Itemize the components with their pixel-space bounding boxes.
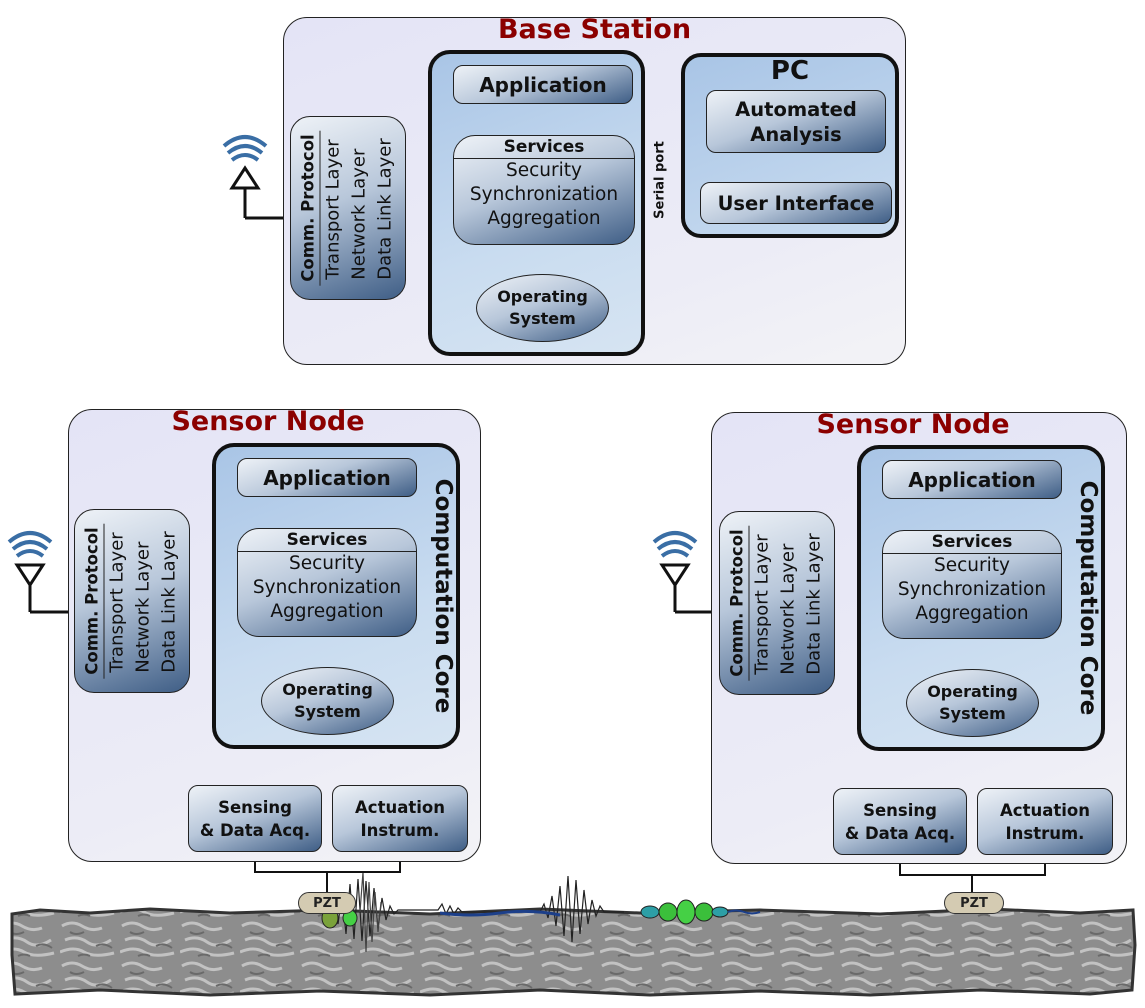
comm-datalink: Data Link Layer — [374, 138, 396, 280]
os-line1: Operating — [927, 682, 1018, 701]
antenna-icon — [652, 531, 722, 625]
serial-port-label: Serial port — [652, 141, 668, 219]
lamb-wave-center — [539, 875, 624, 943]
lamb-wave-right — [321, 899, 761, 929]
comm-transport: Transport Layer — [106, 532, 128, 673]
pc-title: PC — [770, 56, 810, 86]
sensing-line2: & Data Acq. — [199, 820, 311, 840]
actuation-line2: Instrum. — [1005, 823, 1085, 843]
antenna-icon — [7, 531, 77, 625]
os-line1: Operating — [282, 680, 373, 699]
base-comm-protocol: Comm. Protocol Transport Layer Network L… — [290, 116, 406, 300]
comm-network: Network Layer — [132, 541, 154, 673]
antenna-icon — [222, 135, 292, 235]
actuation-line1: Actuation — [1000, 800, 1090, 820]
os-line2: System — [509, 309, 576, 328]
services-synchronization: Synchronization — [469, 184, 619, 205]
sensing-line2: & Data Acq. — [844, 823, 956, 843]
comm-header: Comm. Protocol — [81, 523, 105, 679]
comm-header: Comm. Protocol — [726, 525, 750, 681]
os-line2: System — [294, 702, 361, 721]
os-line1: Operating — [497, 287, 588, 306]
os-line2: System — [939, 704, 1006, 723]
comm-transport: Transport Layer — [322, 139, 344, 280]
analysis-line1: Automated — [735, 97, 857, 121]
services-box-left: Services Security Synchronization Aggreg… — [237, 528, 417, 637]
services-synchronization: Synchronization — [897, 579, 1047, 600]
comm-network: Network Layer — [348, 148, 370, 280]
services-aggregation: Aggregation — [487, 208, 601, 229]
services-synchronization: Synchronization — [252, 577, 402, 598]
computation-core-label-right: Computation Core — [1075, 480, 1101, 716]
services-box-right: Services Security Synchronization Aggreg… — [882, 530, 1062, 639]
comm-datalink: Data Link Layer — [803, 533, 825, 675]
pzt-sensor-left: PZT — [298, 892, 356, 914]
sensing-box-left: Sensing & Data Acq. — [188, 785, 322, 852]
services-header: Services — [454, 136, 634, 159]
comm-header: Comm. Protocol — [297, 130, 321, 286]
actuation-line1: Actuation — [355, 797, 445, 817]
base-services-box: Services Security Synchronization Aggreg… — [453, 135, 635, 245]
analysis-line2: Analysis — [750, 122, 842, 146]
comm-protocol-right: Comm. Protocol Transport Layer Network L… — [719, 511, 835, 695]
comm-datalink: Data Link Layer — [158, 531, 180, 673]
services-security: Security — [934, 555, 1010, 576]
comm-protocol-left: Comm. Protocol Transport Layer Network L… — [74, 509, 190, 693]
structure-slab — [10, 907, 1137, 997]
base-station-title: Base Station — [497, 14, 692, 45]
sensing-line1: Sensing — [863, 800, 937, 820]
base-application-box: Application — [453, 65, 633, 104]
services-security: Security — [289, 553, 365, 574]
sensing-line1: Sensing — [218, 797, 292, 817]
sensor-node-title-right: Sensor Node — [816, 409, 1010, 440]
services-security: Security — [506, 160, 582, 181]
sensor-node-title-left: Sensor Node — [171, 406, 365, 437]
pzt-sensor-right: PZT — [944, 892, 1004, 914]
user-interface-box: User Interface — [700, 182, 892, 224]
services-header: Services — [883, 531, 1061, 554]
lamb-wave-left — [329, 871, 522, 953]
comm-transport: Transport Layer — [751, 534, 773, 675]
actuation-line2: Instrum. — [360, 820, 440, 840]
application-box-left: Application — [237, 458, 417, 497]
sensing-box-right: Sensing & Data Acq. — [833, 788, 967, 855]
services-aggregation: Aggregation — [915, 603, 1029, 624]
computation-core-label-left: Computation Core — [430, 478, 456, 714]
services-header: Services — [238, 529, 416, 552]
services-aggregation: Aggregation — [270, 601, 384, 622]
application-box-right: Application — [882, 460, 1062, 499]
comm-network: Network Layer — [777, 543, 799, 675]
